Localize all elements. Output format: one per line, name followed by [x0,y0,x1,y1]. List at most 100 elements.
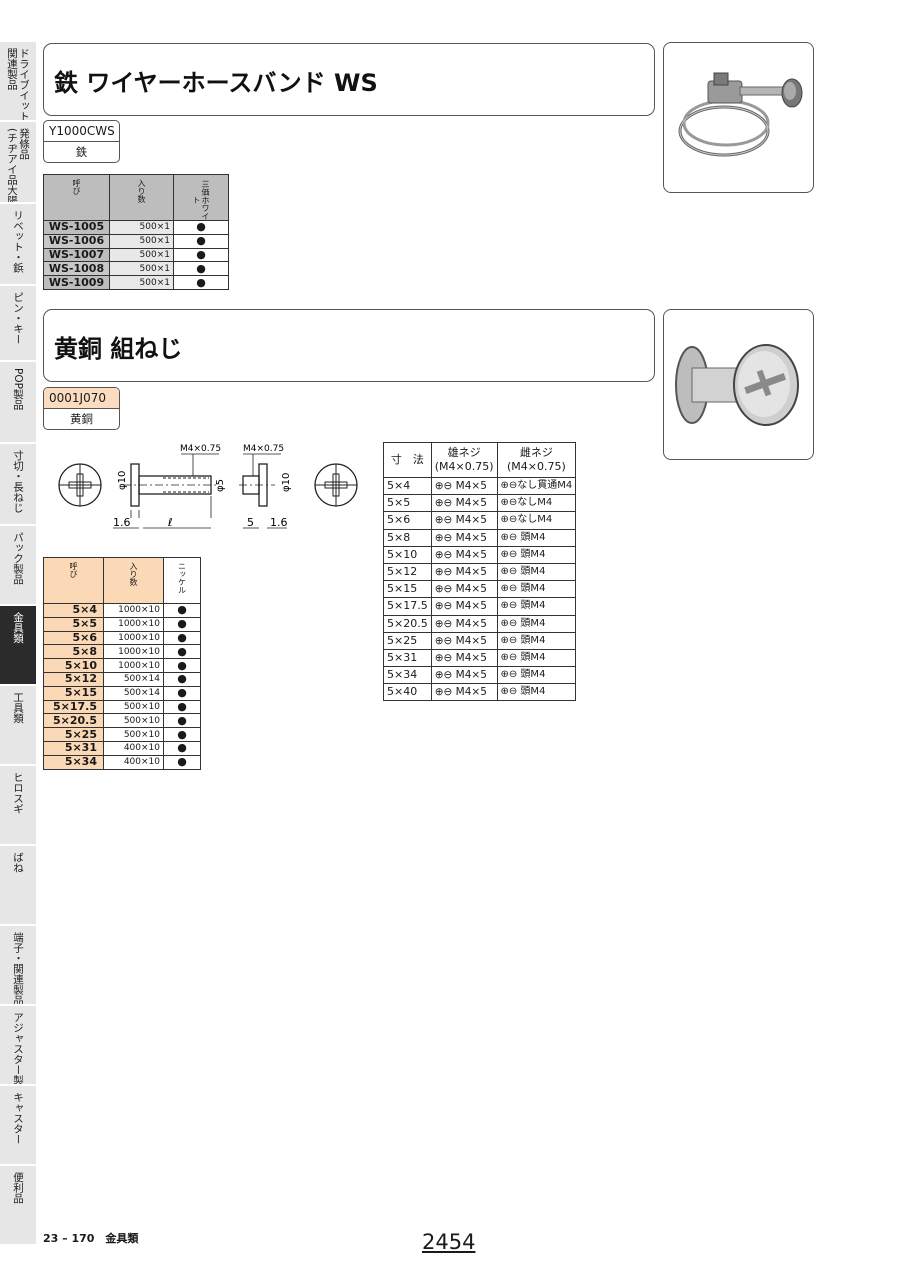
spec-row: 5×12⊕⊖ M4×5⊕⊖ 頭M4 [383,562,577,582]
drawing-dim-length: ℓ [167,516,173,529]
table-cell-name: 5×4 [43,603,104,618]
table-header: 入り数 [103,557,164,604]
table-cell-name: WS-1006 [43,233,110,249]
drawing-dia-shaft: φ5 [215,479,226,492]
side-tab[interactable]: ばね [0,846,36,926]
table-cell-mark: ● [173,220,229,235]
side-tab-label: キャスター [12,1092,24,1145]
side-tab[interactable]: 発條品 (チヂアイ品大陽品) [0,122,36,204]
spec-cell-male: ⊕⊖ M4×5 [430,631,498,650]
side-tab-label: 便利品 [12,1172,24,1204]
spec-cell-female: ⊕⊖ 頭M4 [496,683,577,702]
page-number: 2454 [422,1230,476,1254]
table-cell-qty: 400×10 [103,740,164,756]
spec-cell-female: ⊕⊖なしM4 [496,511,577,530]
side-tab-label: パック製品 [12,532,24,585]
table-cell-name: WS-1009 [43,275,110,290]
section2-title-box: 黄銅 組ねじ [43,309,655,382]
spec-cell-female: ⊕⊖なしM4 [496,494,577,513]
side-tab[interactable]: リベット・鋲 [0,204,36,286]
table-cell-name: 5×20.5 [43,713,104,729]
side-tab[interactable]: 便利品 [0,1166,36,1246]
spec-row: 5×25⊕⊖ M4×5⊕⊖ 頭M4 [383,631,577,650]
side-tab[interactable]: 寸切・長ねじ [0,444,36,526]
spec-cell-size: 5×17.5 [383,597,432,616]
table-cell-qty: 500×1 [109,275,174,290]
drawing-dia-left: φ10 [117,471,128,490]
section2-title: 黄銅 組ねじ [54,335,183,363]
spec-cell-male: ⊕⊖ M4×5 [430,580,498,599]
side-tab[interactable]: アジャスター製品 [0,1006,36,1086]
side-tab[interactable]: 端子・関連製品 [0,926,36,1006]
spec-cell-male: ⊕⊖ M4×5 [430,562,498,582]
side-tab[interactable]: キャスター [0,1086,36,1166]
spec-row: 5×10⊕⊖ M4×5⊕⊖ 頭M4 [383,545,577,564]
table-cell-qty: 500×10 [103,727,164,742]
table-cell-mark: ● [163,603,201,618]
table-cell-name: WS-1008 [43,261,110,277]
spec-header: 雌ネジ (M4×0.75) [496,442,577,478]
section1-code: Y1000CWS [44,121,119,142]
table-cell-mark: ● [163,727,201,742]
table-cell-qty: 500×10 [103,713,164,729]
table-cell-mark: ● [163,740,201,756]
side-tab[interactable]: ピン・キー [0,286,36,362]
side-tab[interactable]: ヒロスギ [0,766,36,846]
table-cell-name: 5×5 [43,616,104,632]
spec-cell-size: 5×20.5 [383,614,432,633]
side-tab-label: リベット・鋲 [12,210,24,273]
drawing-thread-right: M4×0.75 [243,444,284,454]
table-cell-name: 5×10 [43,658,104,673]
spec-cell-male: ⊕⊖ M4×5 [430,648,498,668]
binding-screw-photo-icon [663,309,814,460]
drawing-thread-left: M4×0.75 [180,444,221,454]
footer-section-label: 23 – 170 金具類 [43,1232,139,1245]
table-cell-name: 5×12 [43,671,104,687]
spec-cell-size: 5×8 [383,528,432,547]
table-header: 三価ホワイト [173,174,229,221]
spec-header: 雄ネジ (M4×0.75) [430,442,498,478]
spec-header: 寸 法 [383,442,432,478]
table-cell-qty: 1000×10 [103,630,164,646]
spec-cell-size: 5×6 [383,511,432,530]
table-cell-name: 5×8 [43,644,104,660]
table-cell-qty: 1000×10 [103,616,164,632]
section1-title-box: 鉄 ワイヤーホースバンド WS [43,43,655,116]
table-cell-name: 5×17.5 [43,699,104,715]
table-cell-mark: ● [163,713,201,729]
side-tab[interactable]: POP製品 [0,362,36,444]
side-tab[interactable]: 金具類 [0,606,36,686]
table-cell-name: 5×25 [43,727,104,742]
table-cell-mark: ● [163,616,201,632]
spec-cell-size: 5×4 [383,476,432,496]
table-cell-name: WS-1007 [43,247,110,263]
table-cell-qty: 1000×10 [103,644,164,660]
spec-cell-size: 5×15 [383,580,432,599]
spec-cell-male: ⊕⊖ M4×5 [430,476,498,496]
section1-material: 鉄 [75,145,88,159]
spec-cell-male: ⊕⊖ M4×5 [430,614,498,633]
side-tab[interactable]: ドライブイット 関連製品 [0,42,36,122]
side-tab[interactable]: パック製品 [0,526,36,606]
side-tab[interactable]: 工具類 [0,686,36,766]
table-cell-name: 5×34 [43,754,104,770]
table-cell-mark: ● [163,630,201,646]
side-tab-label: アジャスター製品 [12,1012,24,1086]
table-cell-mark: ● [163,644,201,660]
spec-cell-male: ⊕⊖ M4×5 [430,683,498,702]
spec-cell-female: ⊕⊖ 頭M4 [496,562,577,582]
spec-cell-male: ⊕⊖ M4×5 [430,666,498,685]
table-cell-qty: 500×1 [109,220,174,235]
spec-row: 5×40⊕⊖ M4×5⊕⊖ 頭M4 [383,683,577,702]
